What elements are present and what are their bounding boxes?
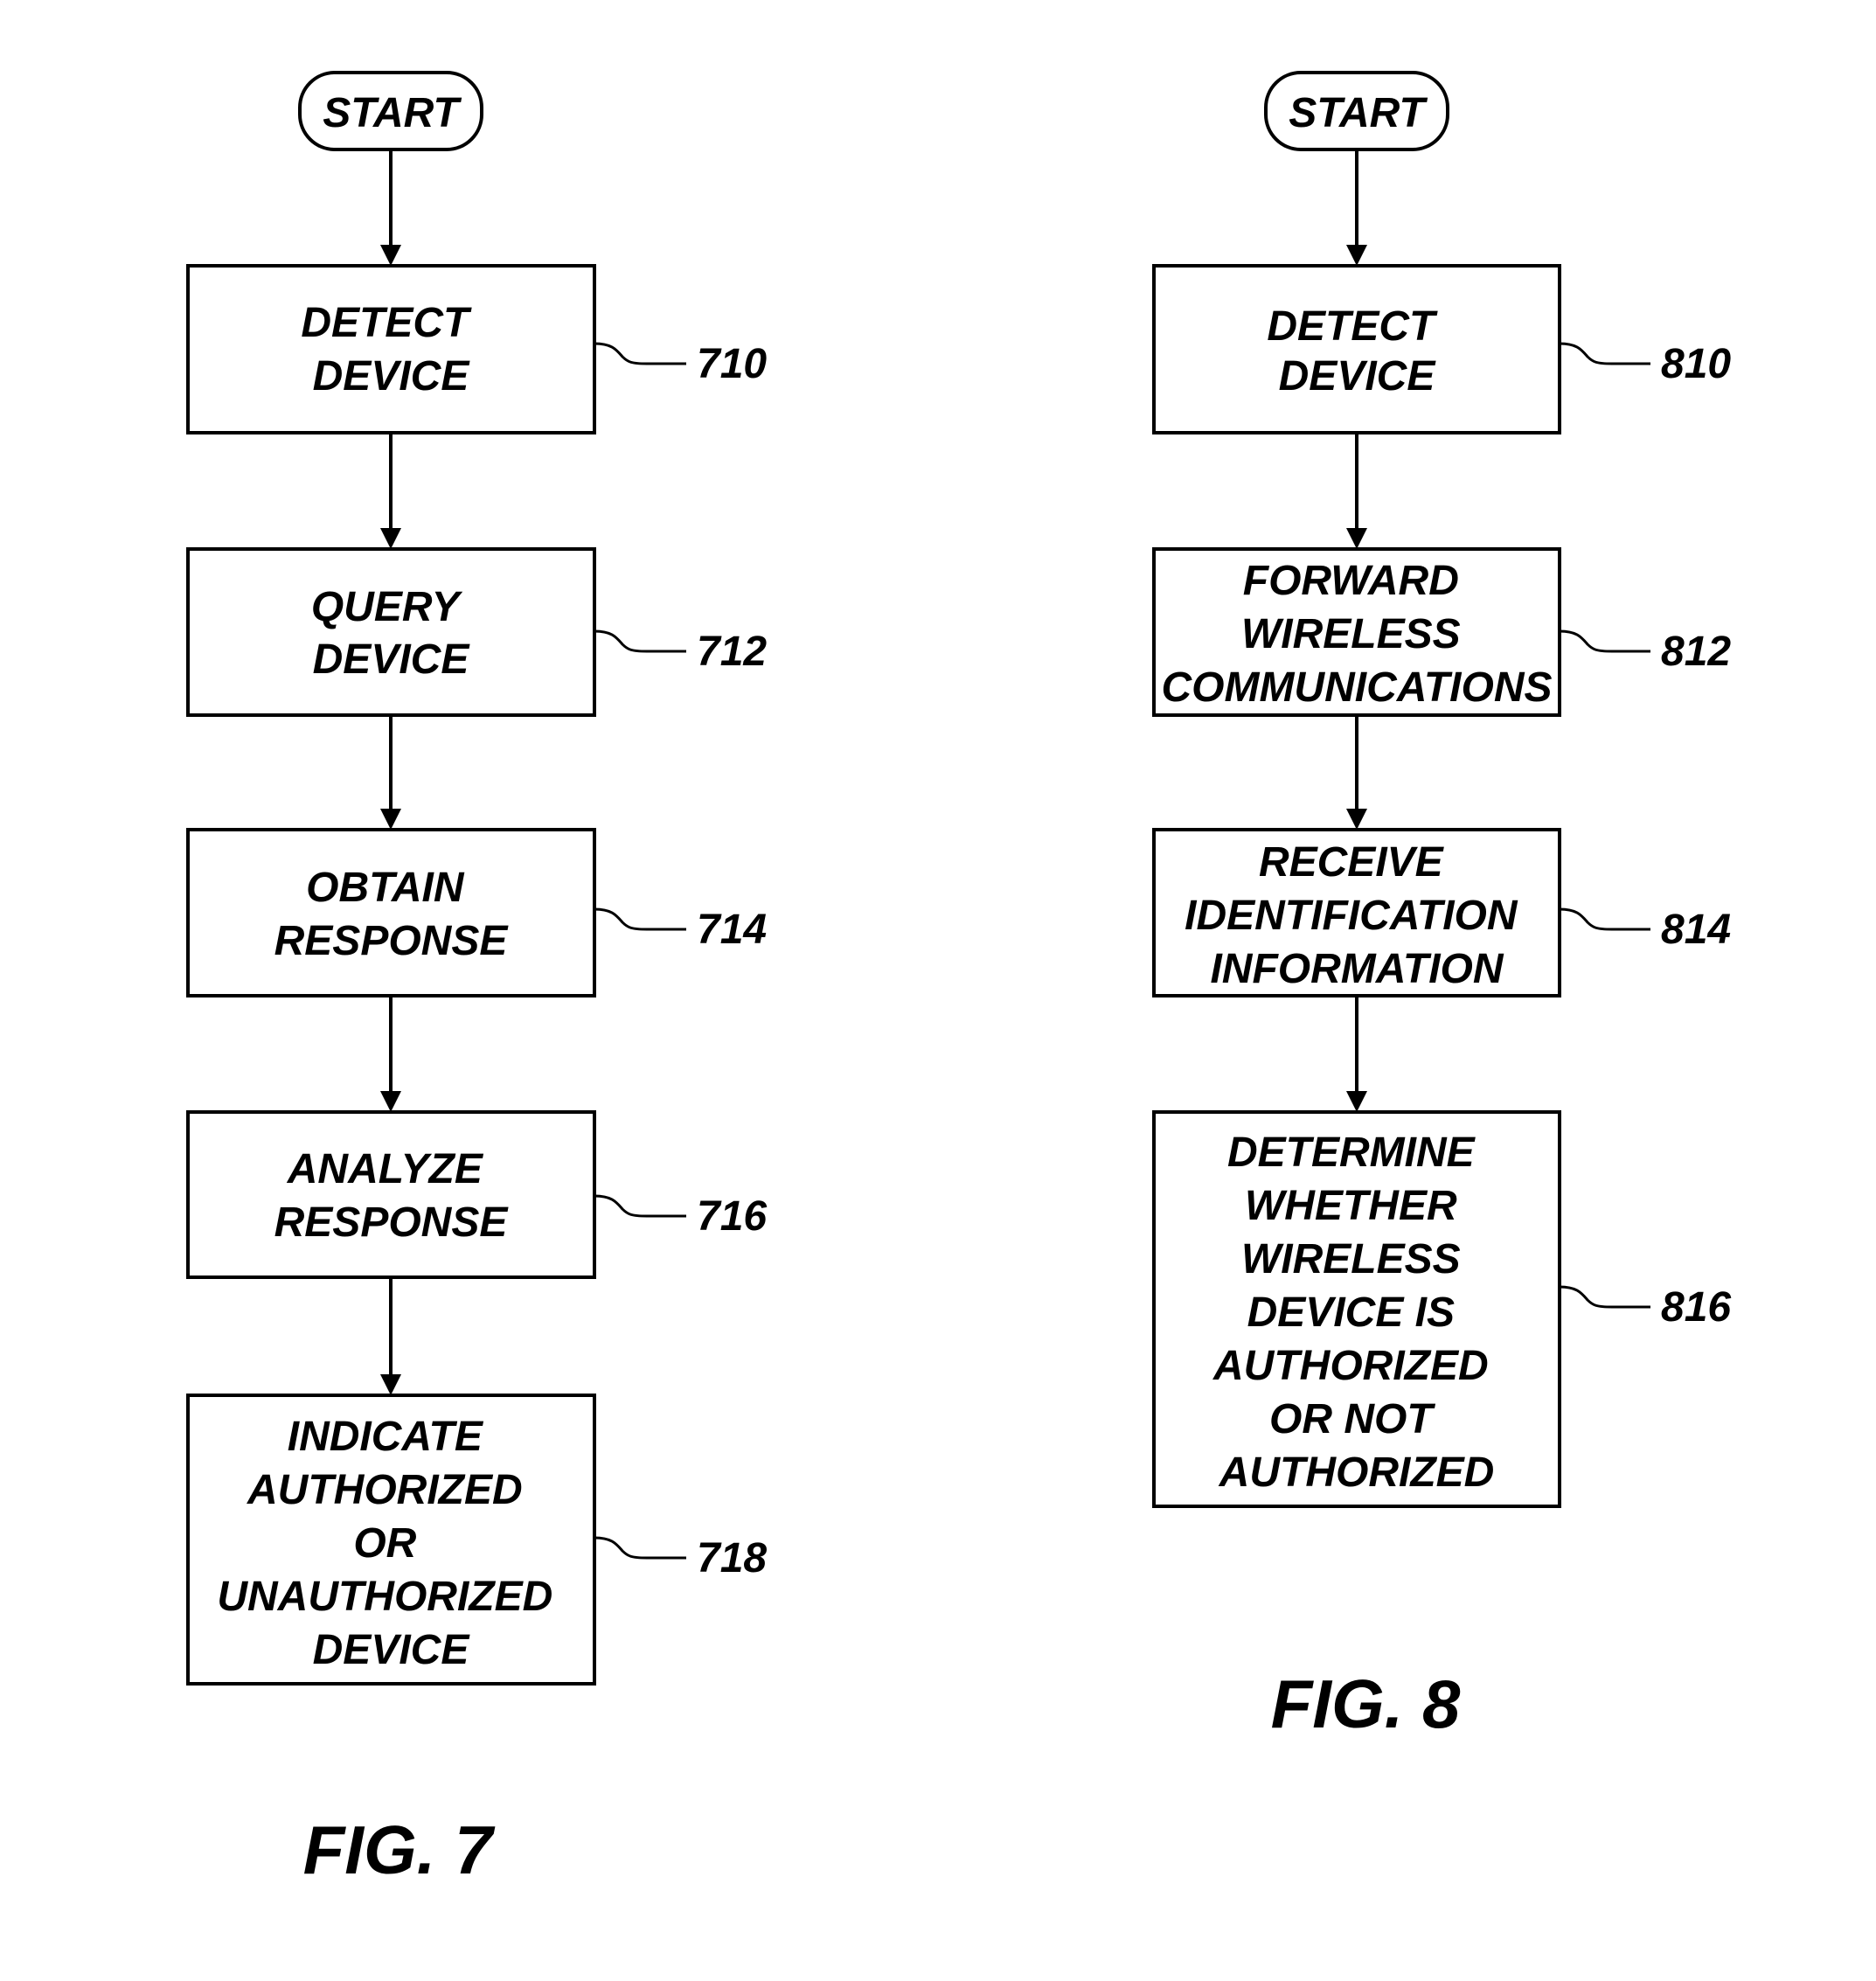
fig7-leader-716	[594, 1194, 686, 1218]
fig8-arrowhead-814	[1346, 809, 1367, 830]
fig8-ref-814: 814	[1661, 907, 1731, 953]
figure-8: START DETECT DEVICE 810 FORWARD WIRELESS…	[1152, 71, 1731, 1742]
fig7-leader-714	[594, 907, 686, 931]
fig8-step-810-box	[1152, 264, 1561, 434]
fig7-step-714-box	[186, 828, 596, 997]
fig8-leader-814	[1559, 907, 1650, 931]
fig8-step-816-box	[1152, 1110, 1561, 1508]
fig8-arrowhead-816	[1346, 1091, 1367, 1112]
fig7-ref-710: 710	[697, 341, 767, 387]
fig7-ref-714: 714	[697, 907, 767, 953]
fig7-step-710-text: DETECT DEVICE	[301, 300, 480, 400]
fig8-step-816-text: DETERMINE WHETHER WIRELESS DEVICE IS AUT…	[1212, 1130, 1500, 1496]
fig7-leader-718	[594, 1536, 686, 1560]
fig8-leader-812	[1559, 629, 1650, 653]
fig7-arrowhead-716	[380, 1091, 401, 1112]
fig8-caption: FIG. 8	[1271, 1665, 1461, 1742]
fig7-step-716-box	[186, 1110, 596, 1279]
fig7-step-710-box	[186, 264, 596, 434]
fig8-ref-816: 816	[1661, 1284, 1731, 1331]
fig7-arrowhead-710	[380, 245, 401, 266]
fig7-step-712-box	[186, 547, 596, 717]
fig7-step-714-text: OBTAIN RESPONSE	[274, 865, 510, 964]
fig7-leader-710	[594, 342, 686, 365]
fig8-step-810-text: DETECT DEVICE	[1267, 303, 1446, 400]
fig7-ref-718: 718	[697, 1535, 767, 1581]
figure-7: START DETECT DEVICE 710 QUERY DEVICE 712	[186, 71, 767, 1888]
fig8-step-812-box	[1152, 547, 1561, 717]
fig7-arrowhead-714	[380, 809, 401, 830]
fig7-step-716-text: ANALYZE RESPONSE	[274, 1146, 510, 1246]
fig7-arrowhead-712	[380, 528, 401, 549]
fig7-leader-712	[594, 629, 686, 653]
fig7-step-712-text: QUERY DEVICE	[311, 584, 470, 683]
fig7-step-718-text: INDICATE AUTHORIZED OR UNAUTHORIZED DEVI…	[217, 1414, 564, 1673]
fig7-ref-712: 712	[697, 629, 767, 675]
fig8-arrowhead-812	[1346, 528, 1367, 549]
fig7-start-label: START	[323, 90, 462, 136]
fig8-step-812-text: FORWARD WIRELESS COMMUNICATIONS	[1161, 558, 1552, 711]
fig8-leader-810	[1559, 342, 1650, 365]
fig8-start-label: START	[1289, 90, 1428, 136]
fig7-arrowhead-718	[380, 1374, 401, 1395]
fig8-step-814-text: RECEIVE IDENTIFICATION INFORMATION	[1185, 839, 1529, 992]
fig8-ref-810: 810	[1661, 341, 1731, 387]
fig8-ref-812: 812	[1661, 629, 1731, 675]
fig7-step-718-box	[186, 1394, 596, 1686]
fig7-caption: FIG. 7	[303, 1811, 496, 1888]
fig8-step-814-box	[1152, 828, 1561, 997]
fig7-ref-716: 716	[697, 1193, 767, 1240]
fig8-arrowhead-810	[1346, 245, 1367, 266]
fig8-leader-816	[1559, 1285, 1650, 1309]
